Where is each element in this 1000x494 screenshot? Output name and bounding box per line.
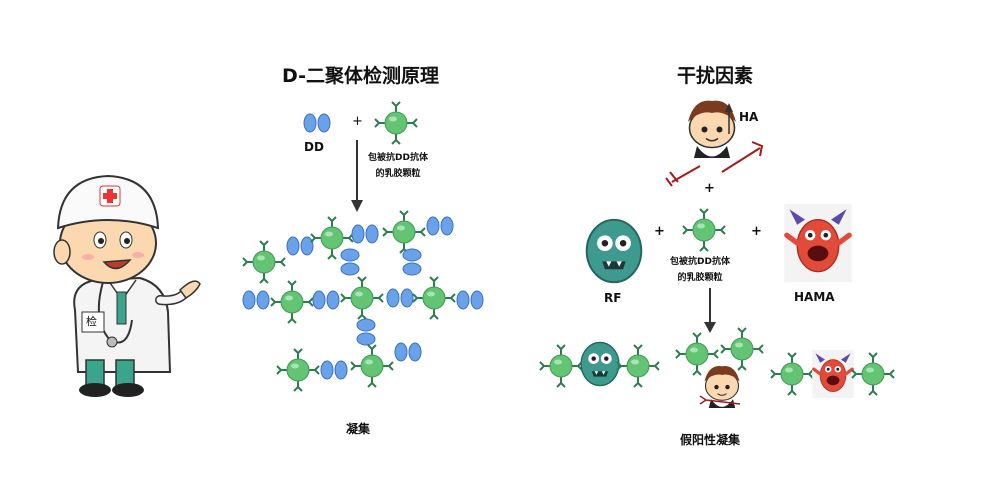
dd-label: DD [304, 140, 324, 154]
ha-label: HA [739, 110, 759, 124]
right-particle-label-line2: 的乳胶颗粒 [677, 273, 723, 283]
left-title: D-二聚体检测原理 [282, 65, 440, 87]
right-result-label: 假阳性凝集 [680, 433, 741, 447]
left-result-label: 凝集 [346, 422, 371, 436]
rf-monster-icon [585, 218, 643, 284]
left-particle-label-line2: 的乳胶颗粒 [375, 169, 421, 179]
left-particle-label: 包被抗DD抗体 的乳胶颗粒 [368, 150, 428, 182]
right-plus-left: + [654, 224, 665, 239]
right-plus-right: + [751, 224, 762, 239]
left-particle-label-line1: 包被抗DD抗体 [368, 153, 428, 163]
hama-monster-icon [784, 204, 852, 282]
left-plus: + [352, 114, 363, 129]
hama-label: HAMA [794, 290, 835, 304]
right-particle-label: 包被抗DD抗体 的乳胶颗粒 [670, 254, 730, 286]
right-latex-particle-icon [682, 208, 726, 252]
rf-label: RF [604, 291, 622, 305]
doctor-badge-text: 检 [86, 315, 97, 328]
right-plus-top: + [704, 181, 715, 196]
right-title: 干扰因素 [677, 65, 754, 87]
right-particle-label-line1: 包被抗DD抗体 [670, 257, 730, 267]
